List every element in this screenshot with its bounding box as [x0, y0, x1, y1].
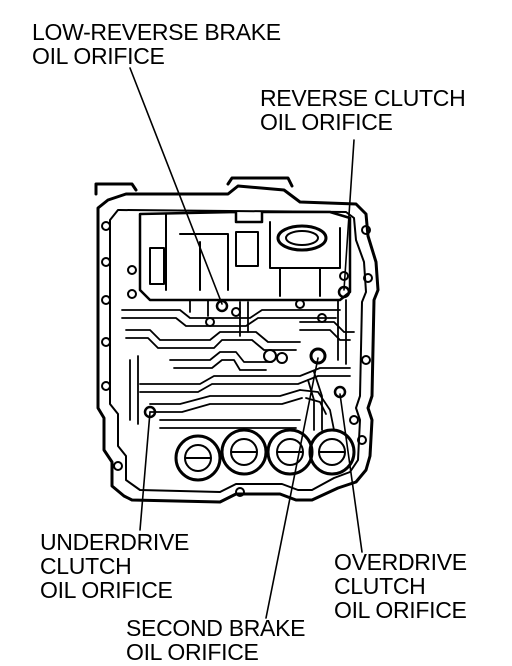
- label-line: CLUTCH: [334, 573, 426, 599]
- label-line: OIL ORIFICE: [126, 639, 259, 665]
- accumulator: [174, 434, 222, 482]
- solenoid-cap: [276, 224, 328, 252]
- bolt-hole: [101, 295, 111, 305]
- upper-block: [138, 210, 352, 302]
- label-line: LOW-REVERSE BRAKE: [32, 19, 281, 45]
- leader-underdrive: [139, 411, 151, 531]
- label-line: UNDERDRIVE: [40, 529, 190, 555]
- leader-second-brake: [265, 357, 319, 619]
- leader-low-reverse: [129, 67, 223, 305]
- bolt-hole: [357, 435, 367, 445]
- label-second-brake: SECOND BRAKE OIL ORIFICE: [126, 616, 305, 664]
- accumulator: [220, 428, 268, 476]
- top-bracket: [94, 176, 294, 196]
- bolt-hole: [101, 257, 111, 267]
- label-low-reverse-brake: LOW-REVERSE BRAKE OIL ORIFICE: [32, 20, 281, 68]
- label-underdrive-clutch: UNDERDRIVE CLUTCH OIL ORIFICE: [40, 530, 189, 602]
- bolt-hole: [363, 273, 373, 283]
- bolt-hole: [101, 337, 111, 347]
- label-line: REVERSE CLUTCH: [260, 85, 466, 111]
- label-line: CLUTCH: [40, 553, 132, 579]
- bolt-hole: [235, 487, 245, 497]
- label-line: OVERDRIVE: [334, 549, 467, 575]
- leader-overdrive: [339, 393, 363, 553]
- label-line: SECOND BRAKE: [126, 615, 306, 641]
- case-outline: [96, 184, 380, 504]
- orifice-low-reverse: [215, 299, 229, 313]
- label-overdrive-clutch: OVERDRIVE CLUTCH OIL ORIFICE: [334, 550, 467, 622]
- orifice-second-brake: [309, 347, 327, 365]
- label-line: OIL ORIFICE: [260, 109, 393, 135]
- bolt-hole: [101, 381, 111, 391]
- leader-reverse-clutch: [343, 139, 355, 291]
- label-reverse-clutch: REVERSE CLUTCH OIL ORIFICE: [260, 85, 466, 135]
- accumulator: [308, 428, 356, 476]
- label-line: OIL ORIFICE: [32, 43, 165, 69]
- bolt-hole: [361, 225, 371, 235]
- bolt-hole: [361, 355, 371, 365]
- label-line: OIL ORIFICE: [334, 597, 467, 623]
- label-line: OIL ORIFICE: [40, 577, 173, 603]
- accumulator: [266, 428, 314, 476]
- bolt-hole: [101, 221, 111, 231]
- bolt-hole: [113, 461, 123, 471]
- case-inner-outline: [109, 209, 367, 493]
